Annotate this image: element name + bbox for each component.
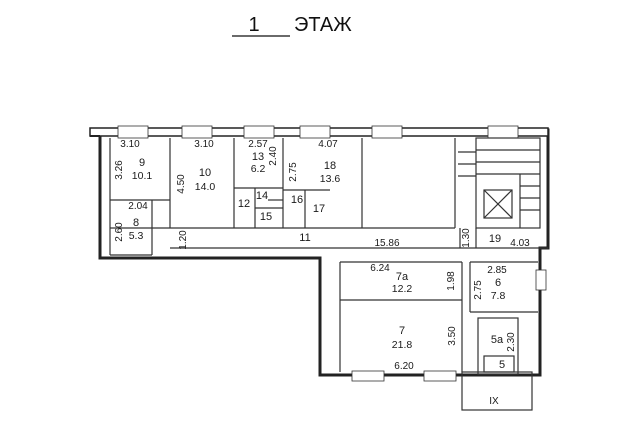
room-number: 12 [238, 198, 250, 210]
dim-label: 2.04 [128, 201, 148, 212]
window [299, 125, 331, 139]
floor-number: 1 [248, 14, 259, 36]
dim-label: 2.75 [473, 280, 484, 300]
window [487, 125, 519, 139]
room-number: 14 [256, 190, 268, 202]
room-number: 16 [291, 194, 303, 206]
floor-title: ЭТАЖ [294, 14, 352, 36]
stair-exit [461, 371, 533, 411]
dim-label: 4.07 [318, 139, 338, 150]
room-number: 6 [495, 277, 501, 289]
room-number: 9 [139, 157, 145, 169]
window [423, 370, 457, 382]
dim-label: 1.30 [461, 228, 472, 248]
room-number: 7 [399, 325, 405, 337]
room-number: 5 [499, 359, 505, 371]
dim-label: 2.40 [268, 146, 279, 166]
dim-label: 2.75 [288, 162, 299, 182]
dim-label: 2.30 [506, 332, 517, 352]
window [371, 125, 403, 139]
room-area: 14.0 [195, 181, 216, 193]
room-number: 18 [324, 160, 336, 172]
window [181, 125, 213, 139]
dim-label: 2.60 [114, 222, 125, 242]
room-number: 19 [489, 233, 501, 245]
window [117, 125, 149, 139]
room-number: 13 [252, 151, 264, 163]
dim-label: 3.10 [120, 139, 140, 150]
dim-label: 3.26 [114, 160, 125, 180]
window [351, 370, 385, 382]
dim-label: 6.24 [370, 263, 390, 274]
stair-label: IX [489, 396, 499, 407]
room-area: 12.2 [392, 283, 413, 295]
dim-label: 4.50 [176, 174, 187, 194]
stair-block [475, 137, 541, 229]
room-number: 11 [299, 232, 310, 244]
room-number: 15 [260, 211, 272, 223]
dim-label: 2.57 [248, 139, 268, 150]
room-number: 8 [133, 217, 139, 229]
dim-label: 4.03 [510, 238, 530, 249]
dim-label: 3.50 [447, 326, 458, 346]
room-number: 5а [491, 334, 504, 346]
dim-label: 15.86 [374, 238, 399, 249]
window [535, 269, 547, 291]
window [243, 125, 275, 139]
dim-label: 1.98 [446, 271, 457, 291]
room-area: 13.6 [320, 173, 341, 185]
room-area: 10.1 [132, 170, 153, 182]
room-number: 7а [396, 271, 409, 283]
room-number: 17 [313, 203, 325, 215]
outer-wall [90, 128, 550, 377]
dim-label: 1.20 [178, 230, 189, 250]
room-area: 7.8 [491, 290, 506, 302]
dim-label: 6.20 [394, 361, 414, 372]
dim-label: 3.10 [194, 139, 214, 150]
room-area: 6.2 [251, 163, 266, 175]
room-area: 5.3 [129, 230, 144, 242]
room-area: 21.8 [392, 339, 413, 351]
dim-label: 2.85 [487, 265, 507, 276]
room-number: 10 [199, 167, 211, 179]
